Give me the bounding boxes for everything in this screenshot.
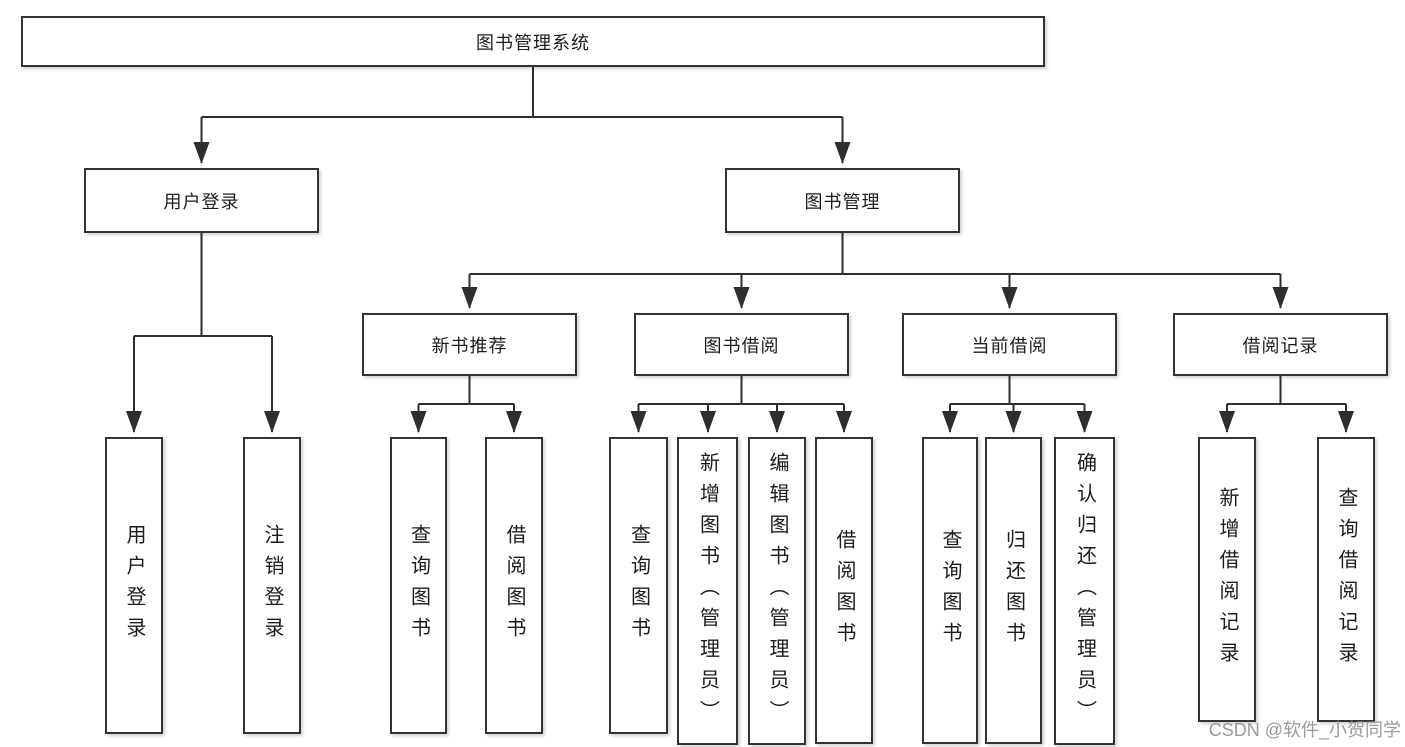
leaf-borrow-books-recommend-label: 借阅图书 <box>503 523 525 648</box>
leaf-query-books-borrowing-label: 查询图书 <box>627 523 650 648</box>
leaf-logout-login-label: 注销登录 <box>261 523 283 648</box>
leaf-confirm-return-admin: 确认归还（管理员） <box>1054 437 1115 745</box>
node-user-login: 用户登录 <box>84 168 319 233</box>
leaf-query-borrow-record: 查询借阅记录 <box>1317 437 1375 722</box>
leaf-add-book-admin: 新增图书（管理员） <box>677 437 738 745</box>
leaf-return-book-label: 归还图书 <box>1002 528 1025 653</box>
leaf-add-borrow-record-label: 新增借阅记录 <box>1216 486 1238 673</box>
leaf-user-login-label: 用户登录 <box>123 523 145 648</box>
node-borrowing-records: 借阅记录 <box>1173 313 1388 376</box>
node-new-book-recommend: 新书推荐 <box>362 313 577 376</box>
leaf-query-books-current: 查询图书 <box>922 437 978 744</box>
node-book-management-label: 图书管理 <box>804 191 881 212</box>
leaf-borrow-books-borrowing-label: 借阅图书 <box>833 528 855 653</box>
leaf-add-book-admin-label: 新增图书（管理员） <box>696 451 719 731</box>
leaf-add-borrow-record: 新增借阅记录 <box>1198 437 1256 722</box>
leaf-query-books-recommend-label: 查询图书 <box>407 523 430 648</box>
node-borrowing-records-label: 借阅记录 <box>1242 335 1319 356</box>
leaf-edit-book-admin: 编辑图书（管理员） <box>748 437 806 745</box>
node-book-borrowing: 图书借阅 <box>634 313 849 376</box>
leaf-edit-book-admin-label: 编辑图书（管理员） <box>766 451 788 731</box>
leaf-query-books-recommend: 查询图书 <box>390 437 447 734</box>
node-library-system: 图书管理系统 <box>21 16 1045 67</box>
node-current-borrowing-label: 当前借阅 <box>971 335 1048 356</box>
node-user-login-label: 用户登录 <box>163 191 240 212</box>
node-book-borrowing-label: 图书借阅 <box>703 335 780 356</box>
leaf-return-book: 归还图书 <box>985 437 1042 744</box>
leaf-query-books-borrowing: 查询图书 <box>609 437 668 734</box>
leaf-query-books-current-label: 查询图书 <box>939 528 961 653</box>
leaf-borrow-books-recommend: 借阅图书 <box>485 437 543 734</box>
watermark: CSDN @软件_小贺同学 <box>1208 720 1401 740</box>
leaf-confirm-return-admin-label: 确认归还（管理员） <box>1073 451 1096 731</box>
leaf-user-login: 用户登录 <box>105 437 163 734</box>
node-library-system-label: 图书管理系统 <box>476 32 590 53</box>
leaf-query-borrow-record-label: 查询借阅记录 <box>1335 486 1357 673</box>
node-book-management: 图书管理 <box>725 168 960 233</box>
node-new-book-recommend-label: 新书推荐 <box>431 335 508 356</box>
node-current-borrowing: 当前借阅 <box>902 313 1117 376</box>
leaf-logout-login: 注销登录 <box>243 437 301 734</box>
leaf-borrow-books-borrowing: 借阅图书 <box>815 437 873 744</box>
